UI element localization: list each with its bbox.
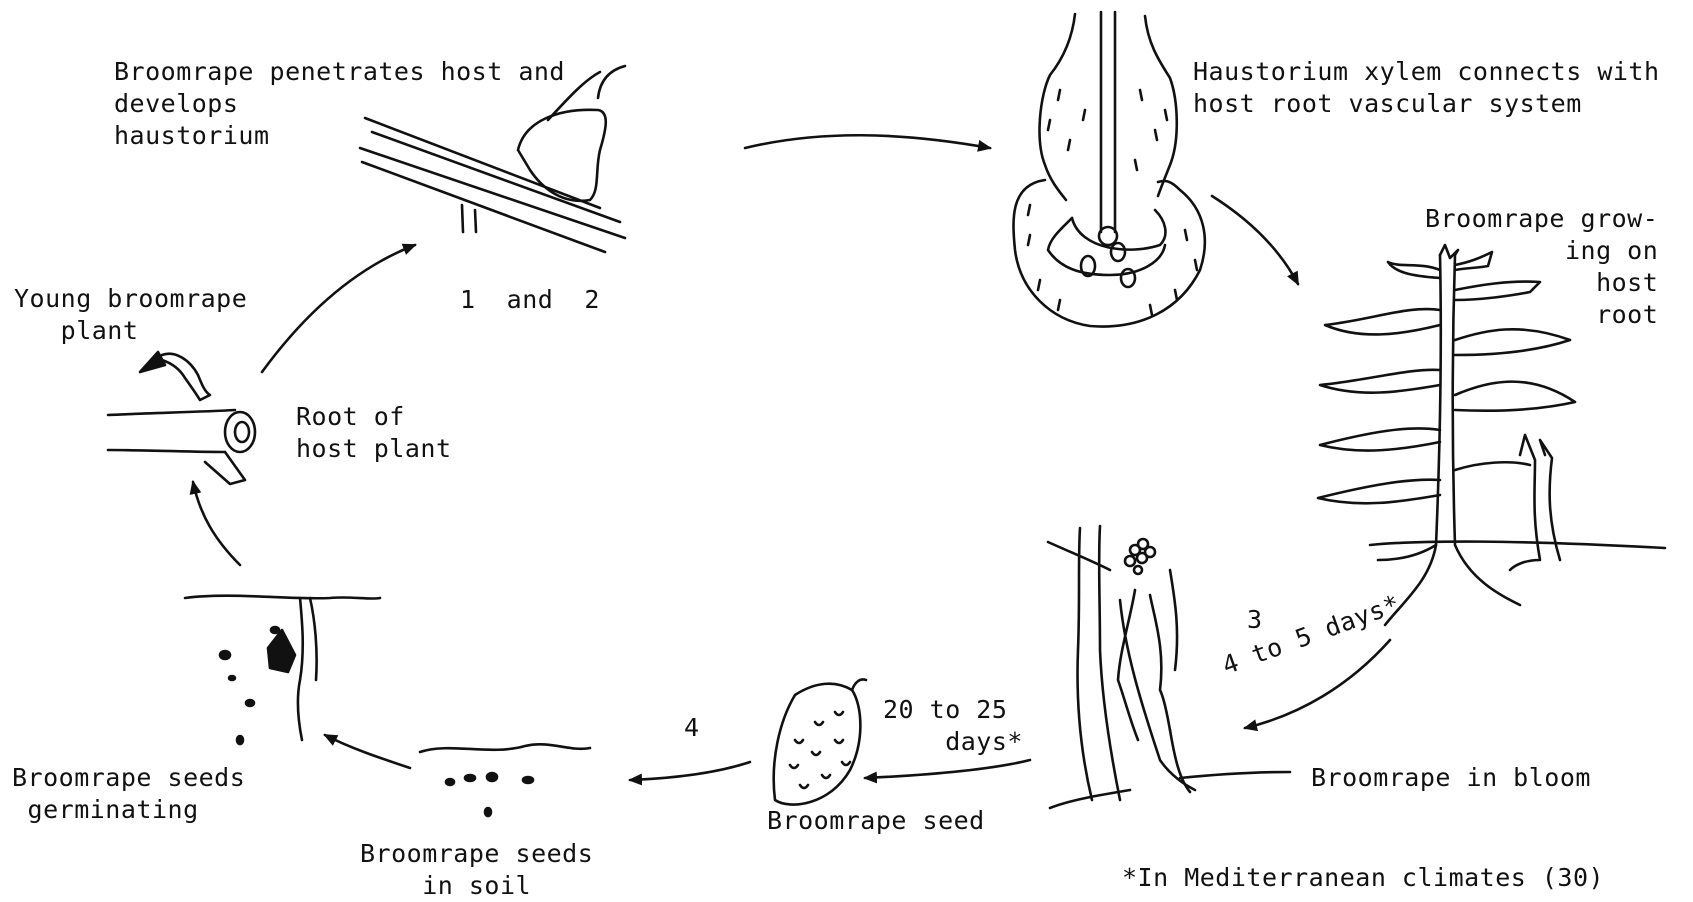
pointer-bloom-line xyxy=(1180,772,1290,778)
arrow-seed-to-soil xyxy=(630,762,750,780)
label-stage-3: 3 xyxy=(1247,604,1263,636)
label-xylem-connects: Haustorium xylem connects with host root… xyxy=(1193,56,1660,120)
seed-drawing xyxy=(774,679,866,804)
arrow-xylem-to-growing xyxy=(1212,196,1298,284)
arrow-germinating-to-young xyxy=(193,482,240,565)
label-stage-1-and-2: 1 and 2 xyxy=(460,284,600,316)
label-stage-4: 4 xyxy=(684,712,700,744)
label-growing-on-root: Broomrape grow- ing on host root xyxy=(1425,203,1658,331)
young-plant-drawing xyxy=(108,352,255,484)
arrow-penetration-to-xylem xyxy=(745,135,990,148)
arrow-soil-to-germinating xyxy=(325,735,410,768)
seeds-in-soil-drawing xyxy=(420,744,590,816)
label-penetration: Broomrape penetrates host and develops h… xyxy=(114,56,565,152)
footnote: *In Mediterranean climates (30) xyxy=(1122,862,1604,894)
label-root-of-host: Root of host plant xyxy=(296,401,452,465)
arrow-young-to-penetration xyxy=(262,245,415,372)
label-young-plant: Young broomrape plant xyxy=(14,283,247,347)
label-seeds-in-soil: Broomrape seeds in soil xyxy=(360,838,593,902)
germinating-drawing xyxy=(185,596,380,744)
bloom-plant-drawing xyxy=(1048,526,1195,808)
arrow-bloom-to-seed xyxy=(865,760,1030,778)
label-germinating: Broomrape seeds germinating xyxy=(12,762,245,826)
label-bloom: Broomrape in bloom xyxy=(1311,762,1591,794)
label-seed: Broomrape seed xyxy=(767,805,985,837)
haustorium-drawing xyxy=(1013,12,1204,327)
label-20-to-25-days: 20 to 25 days* xyxy=(883,694,1023,758)
